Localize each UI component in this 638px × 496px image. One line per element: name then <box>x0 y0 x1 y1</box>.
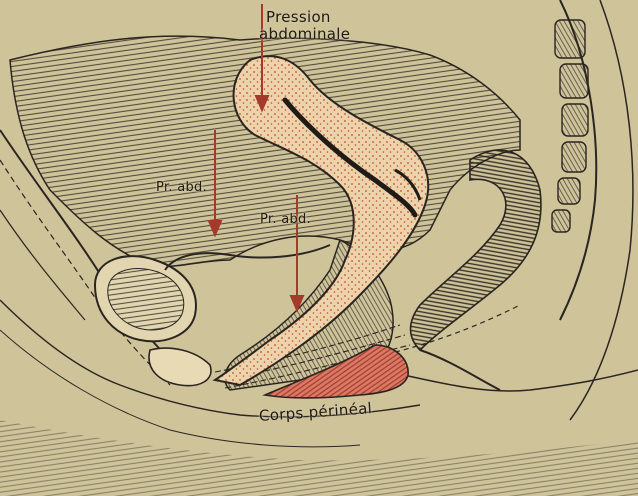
label-pr-abd-right: Pr. abd. <box>260 212 311 227</box>
label-pr-abd-left: Pr. abd. <box>156 180 207 195</box>
label-abdominale: abdominale <box>259 25 350 43</box>
label-pression: Pression <box>266 8 331 26</box>
